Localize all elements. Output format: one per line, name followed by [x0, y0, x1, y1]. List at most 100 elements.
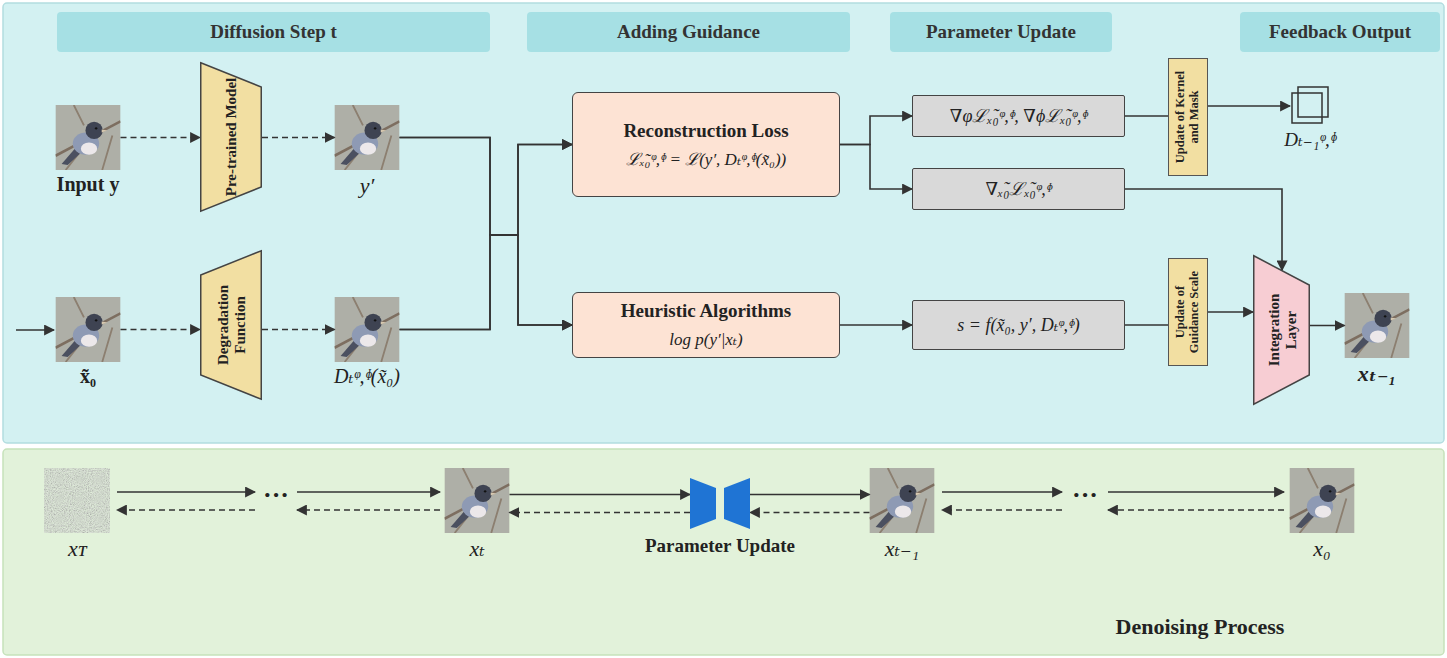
connector	[1208, 105, 1290, 107]
connector	[750, 494, 870, 496]
section-header: Parameter Update	[890, 12, 1112, 52]
picture-area	[335, 105, 400, 170]
image-node: Dₜᵠ,ᶲ(x̃₀)	[334, 297, 400, 388]
rotated-label: Update of Guidance Scale	[1174, 262, 1202, 362]
connector	[840, 145, 912, 190]
reverse-arrow	[1108, 509, 1284, 511]
picture-area	[870, 468, 935, 533]
picture-area	[1290, 468, 1355, 533]
output-square	[1298, 87, 1328, 117]
rotated-text: Update of Guidance Scale	[1174, 262, 1202, 362]
gradient-box: ∇φℒₓ̃₀ᵠ,ᶲ, ∇ϕℒₓ̃₀ᵠ,ᶲ	[912, 95, 1125, 137]
top-panel	[3, 3, 1444, 443]
connector	[1208, 311, 1253, 313]
connector	[1125, 115, 1168, 117]
bird-image	[1345, 293, 1410, 358]
image-label: Dₜ₋₁ᵠ,ᶲ	[1284, 129, 1335, 151]
picture-area	[1290, 86, 1330, 126]
picture-area	[56, 105, 121, 170]
header-text: Diffusion Step t	[210, 21, 337, 43]
trapezoid-shape	[1254, 256, 1310, 405]
rotated-label: Update of Kernel and Mask	[1174, 62, 1202, 172]
update-box: Update of Kernel and Mask	[1168, 58, 1208, 176]
image-node: y′	[335, 105, 400, 198]
reverse-arrow	[297, 509, 440, 511]
bottom-panel	[3, 449, 1444, 655]
update-box: Update of Guidance Scale	[1168, 258, 1208, 366]
connector	[262, 137, 335, 139]
connector	[262, 329, 335, 331]
connector	[1310, 325, 1345, 327]
reverse-arrow	[117, 509, 255, 511]
image-node: xᴛ	[45, 468, 110, 561]
rotated-text: Pre-trained Model	[223, 78, 240, 197]
connector	[840, 324, 912, 326]
loss-box: Reconstruction Lossℒₓ̃₀ᵠ,ᶲ = ℒ(y′, Dₜᵠ,ᶲ…	[572, 92, 840, 197]
image-label: x̃₀	[80, 365, 96, 388]
section-header: Adding Guidance	[527, 12, 850, 52]
output-node: Dₜ₋₁ᵠ,ᶲ	[1284, 86, 1335, 151]
box-formula: ℒₓ̃₀ᵠ,ᶲ = ℒ(y′, Dₜᵠ,ᶲ(x̃₀))	[626, 150, 786, 170]
ellipsis: ···	[263, 480, 289, 510]
bird-image	[1290, 468, 1355, 533]
image-label: x₀	[1313, 536, 1330, 561]
box-title: s = f(x̃₀, y′, Dₜᵠ,ᶲ)	[957, 315, 1079, 336]
bird-image	[335, 105, 400, 170]
image-label: Input y	[57, 173, 120, 196]
scale-box: s = f(x̃₀, y′, Dₜᵠ,ᶲ)	[912, 300, 1125, 350]
rotated-label: Pre-trained Model	[223, 78, 240, 197]
bird-image	[870, 468, 935, 533]
forward-arrow	[117, 491, 255, 493]
rotated-label: Degradation Function	[215, 266, 248, 385]
icon-area	[690, 476, 750, 531]
section-header: Diffusion Step t	[57, 12, 490, 52]
connector	[121, 137, 201, 139]
picture-area	[445, 468, 510, 533]
trapezoid-shape	[201, 251, 262, 400]
connector	[400, 235, 573, 330]
rotated-label: Integration Layer	[1265, 273, 1298, 387]
trapezoid-shape	[201, 63, 262, 212]
box-title: Heuristic Algorithms	[621, 300, 791, 322]
image-node: x̃₀	[56, 297, 121, 388]
header-text: Parameter Update	[926, 21, 1076, 43]
box-title: ∇ₓ̃₀ℒₓ̃₀ᵠ,ᶲ	[986, 179, 1052, 200]
connector	[400, 145, 573, 330]
connector	[840, 116, 912, 145]
image-label: xᴛ	[68, 536, 86, 561]
connector	[1125, 324, 1168, 326]
bird-image	[445, 468, 510, 533]
picture-area	[335, 297, 400, 362]
image-label: xₜ₋₁	[885, 536, 919, 561]
image-node: xₜ₋₁	[870, 468, 935, 561]
rotated-text: Integration Layer	[1265, 273, 1298, 387]
connector	[510, 512, 691, 514]
degradation-trapezoid: Degradation Function	[200, 250, 262, 400]
picture-area	[1345, 293, 1410, 358]
section-header: Feedback Output	[1240, 12, 1440, 52]
process-caption: Denoising Process	[1116, 614, 1285, 639]
reverse-arrow	[942, 509, 1062, 511]
network-icon: Parameter Update	[645, 476, 795, 557]
bird-image	[335, 297, 400, 362]
decoder-half	[724, 478, 750, 529]
image-label: xₜ₋₁	[1358, 361, 1396, 386]
integration-trapezoid: Integration Layer	[1253, 255, 1310, 405]
output-square	[1292, 93, 1322, 123]
connector	[400, 138, 573, 236]
model-trapezoid: Pre-trained Model	[200, 62, 262, 212]
image-label: xₜ	[469, 536, 484, 561]
header-text: Adding Guidance	[617, 21, 760, 43]
image-label: Dₜᵠ,ᶲ(x̃₀)	[334, 365, 400, 388]
gradient-box: ∇ₓ̃₀ℒₓ̃₀ᵠ,ᶲ	[912, 168, 1125, 210]
connector	[121, 329, 201, 331]
ellipsis-holder: ···	[1072, 480, 1098, 510]
image-node: xₜ	[445, 468, 510, 561]
box-title: ∇φℒₓ̃₀ᵠ,ᶲ, ∇ϕℒₓ̃₀ᵠ,ᶲ	[950, 106, 1087, 127]
box-title: Reconstruction Loss	[623, 120, 788, 142]
forward-arrow	[942, 491, 1062, 493]
rotated-text: Degradation Function	[215, 266, 248, 385]
connector	[510, 494, 691, 496]
picture-area	[45, 468, 110, 533]
